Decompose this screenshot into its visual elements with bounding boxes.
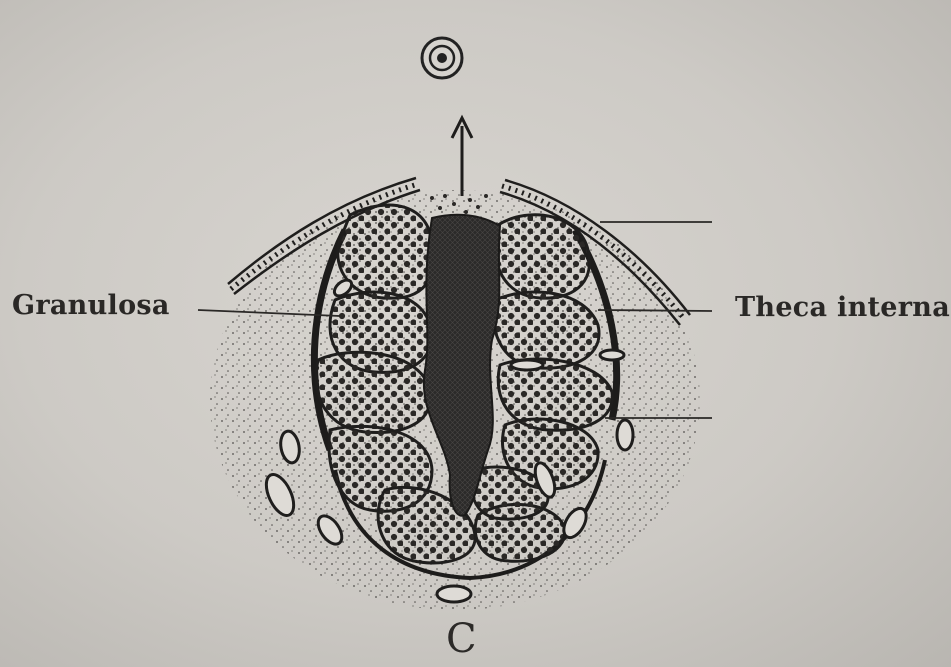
granulosa-label: Granulosa	[12, 290, 170, 321]
theca-interna-label: Theca interna	[735, 292, 950, 323]
panel-letter: C	[446, 616, 477, 662]
released-ovum	[422, 38, 462, 78]
theca-interna-leader	[598, 310, 712, 311]
